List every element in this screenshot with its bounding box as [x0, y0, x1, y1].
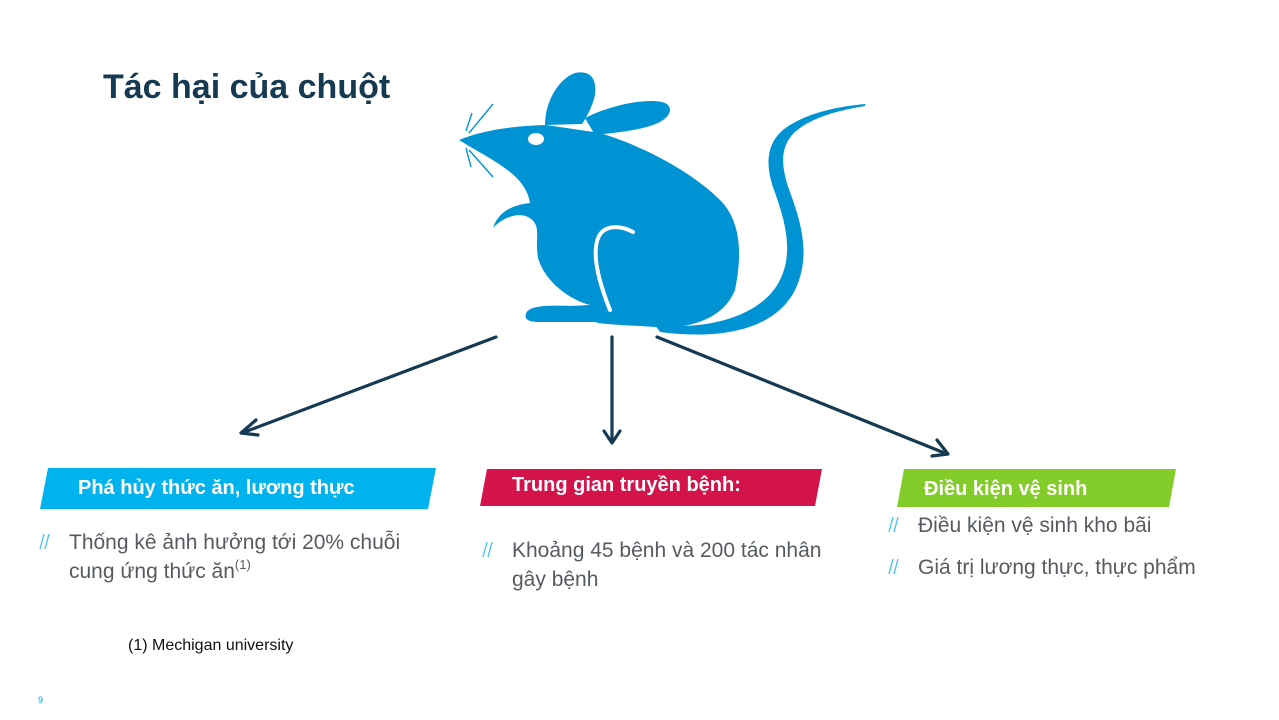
header-background [480, 469, 822, 506]
double-slash-bullet-icon [482, 541, 493, 558]
list-item: Thống kê ảnh hưởng tới 20% chuỗi cung ứn… [38, 528, 418, 586]
slide-title: Tác hại của chuột [103, 68, 391, 106]
bullet-text: Thống kê ảnh hưởng tới 20% chuỗi cung ứn… [69, 531, 401, 583]
double-slash-bullet-icon [888, 516, 899, 533]
header-sanitation: Điều kiện vệ sinh [897, 469, 1176, 507]
footnote-ref: (1) [234, 557, 251, 572]
arrows [239, 335, 950, 458]
arrow-left-down-icon [239, 335, 498, 437]
list-item: Điều kiện vệ sinh kho bãi [887, 511, 1207, 540]
bullet-list-food: Thống kê ảnh hưởng tới 20% chuỗi cung ứn… [38, 528, 418, 586]
mouse-leg-line [593, 225, 635, 312]
footnote: (1) Mechigan university [128, 637, 294, 654]
header-label: Phá hủy thức ăn, lương thực [78, 477, 355, 499]
page-number: 9 [38, 695, 44, 705]
header-background [40, 468, 436, 509]
double-slash-bullet-icon [39, 533, 50, 550]
mouse-whiskers-icon [465, 103, 494, 178]
header-label: Điều kiện vệ sinh [924, 477, 1088, 500]
arrow-right-down-icon [655, 335, 950, 458]
mouse-icon [459, 72, 865, 335]
bullet-text: Giá trị lương thực, thực phẩm [918, 556, 1196, 579]
arrow-down-icon [602, 335, 622, 445]
double-slash-bullet-icon [888, 558, 899, 575]
list-item: Giá trị lương thực, thực phẩm [887, 553, 1207, 582]
header-background [897, 469, 1176, 507]
bullet-list-sanitation: Điều kiện vệ sinh kho bãi Giá trị lương … [887, 511, 1207, 595]
list-item: Khoảng 45 bệnh và 200 tác nhân gây bệnh [481, 536, 841, 594]
header-label: Trung gian truyền bệnh: [512, 474, 741, 496]
bullet-list-disease: Khoảng 45 bệnh và 200 tác nhân gây bệnh [481, 536, 841, 594]
mouse-eye-icon [528, 133, 544, 145]
header-disease-vector: Trung gian truyền bệnh: [480, 469, 822, 506]
header-food-destruction: Phá hủy thức ăn, lương thực [40, 468, 436, 509]
bullet-text: Điều kiện vệ sinh kho bãi [918, 514, 1152, 537]
bullet-text: Khoảng 45 bệnh và 200 tác nhân gây bệnh [512, 539, 822, 591]
